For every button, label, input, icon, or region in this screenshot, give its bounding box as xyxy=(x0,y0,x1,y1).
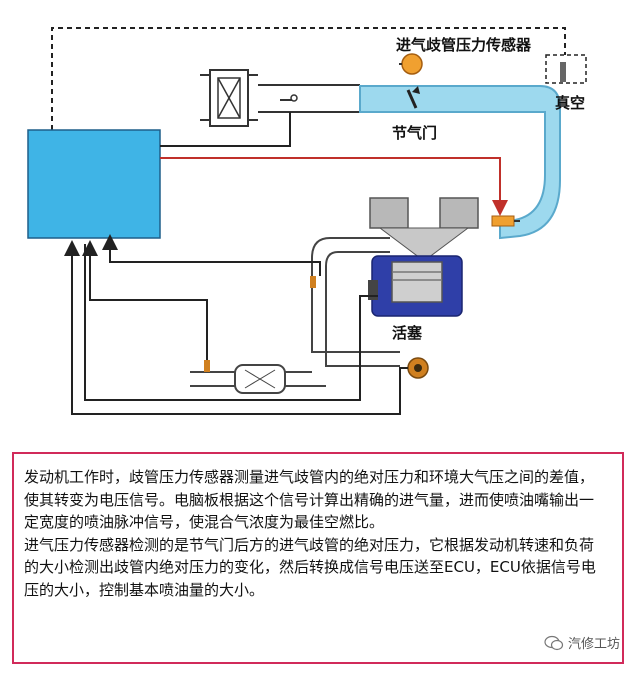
description-paragraph-2: 进气压力传感器检测的是节气门后方的进气歧管的绝对压力，它根据发动机转速和负荷的大… xyxy=(24,535,596,599)
oxygen-sensor-icon xyxy=(204,360,210,372)
label-piston: 活塞 xyxy=(392,324,423,342)
wechat-logo-icon xyxy=(544,635,564,650)
intake-manifold xyxy=(359,85,561,240)
label-map-sensor: 进气歧管压力传感器 xyxy=(396,36,532,54)
air-filter-icon xyxy=(200,69,258,127)
crank-sensor-icon xyxy=(407,357,429,379)
label-vacuum: 真空 xyxy=(555,94,586,112)
fuel-injector-icon xyxy=(491,215,520,227)
engine-block xyxy=(368,197,479,317)
label-throttle: 节气门 xyxy=(392,124,438,142)
throttle-blade xyxy=(406,89,418,109)
ecu-box xyxy=(27,129,161,239)
exhaust-pipe xyxy=(311,237,400,353)
watermark-text: 汽修工坊 xyxy=(567,637,620,652)
description-paragraph-1: 发动机工作时，歧管压力传感器测量进气歧管内的绝对压力和环境大气压之间的差值，使其… xyxy=(24,468,595,532)
engine-diagram xyxy=(27,27,587,415)
watermark: 汽修工坊 xyxy=(544,633,620,652)
map-sensor-icon xyxy=(399,53,423,75)
sensor-connection-box xyxy=(545,54,587,84)
description-box: 发动机工作时，歧管压力传感器测量进气歧管内的绝对压力和环境大气压之间的差值，使其… xyxy=(12,452,624,664)
catalytic-converter-icon xyxy=(190,364,326,394)
injector-signal-line xyxy=(160,157,508,216)
coolant-sensor-icon xyxy=(310,276,316,288)
